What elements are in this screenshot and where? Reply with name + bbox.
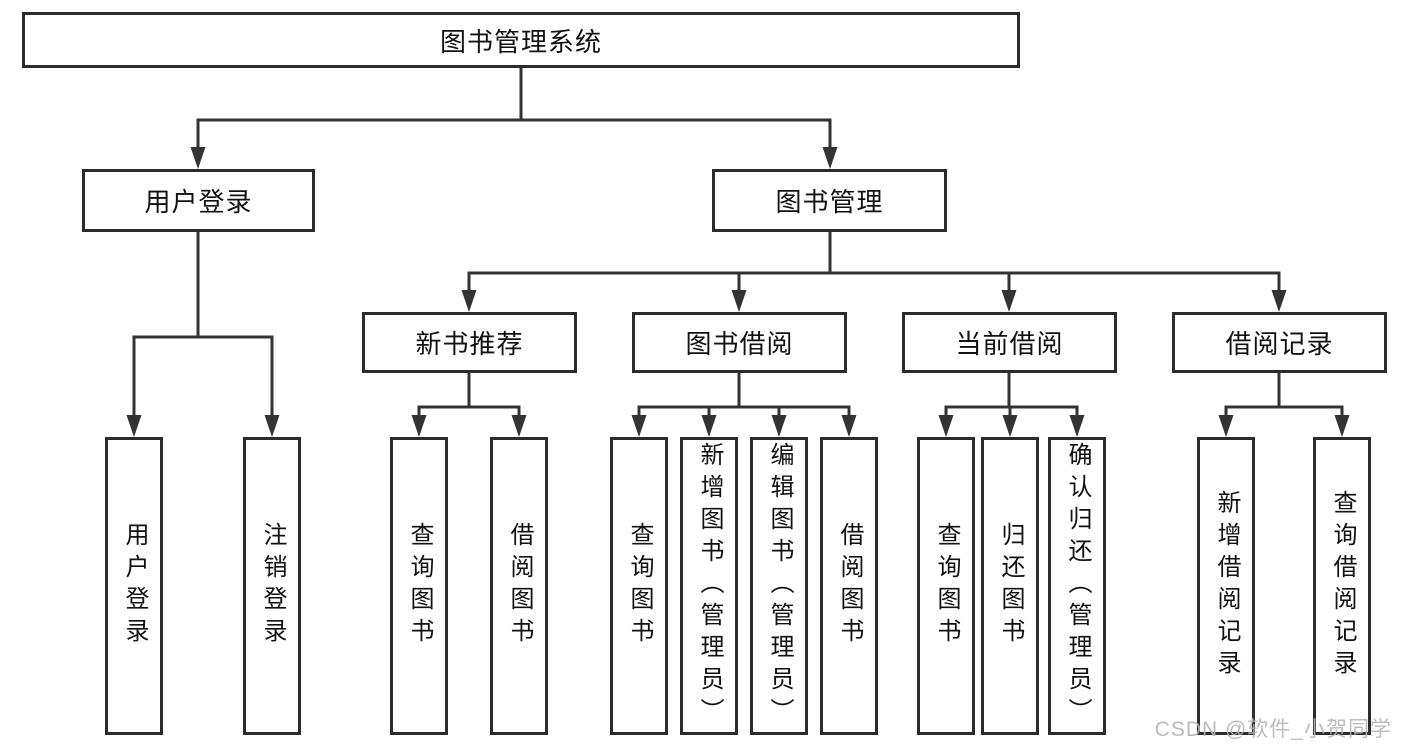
- leaf-add-book-admin: 新增图书（管理员）: [680, 437, 738, 735]
- arrowheads: [126, 147, 1350, 437]
- node-book-borrow: 图书借阅: [632, 312, 847, 373]
- leaf-query-books-current: 查询图书: [917, 437, 975, 735]
- node-new-book-recommend: 新书推荐: [362, 312, 577, 373]
- leaf-borrow-books-recommend: 借阅图书: [490, 437, 548, 735]
- node-book-management: 图书管理: [712, 169, 947, 232]
- leaf-edit-book-admin: 编辑图书（管理员）: [750, 437, 808, 735]
- leaf-query-borrow-record: 查询借阅记录: [1313, 437, 1371, 735]
- node-library-system: 图书管理系统: [22, 12, 1020, 68]
- leaf-confirm-return-admin: 确认归还（管理员）: [1048, 437, 1106, 735]
- leaf-query-books-borrow: 查询图书: [610, 437, 668, 735]
- csdn-watermark: CSDN @软件_小贺同学: [1154, 718, 1392, 741]
- leaf-logout: 注销登录: [243, 437, 301, 735]
- node-user-login: 用户登录: [82, 169, 315, 232]
- leaf-return-book: 归还图书: [981, 437, 1039, 735]
- leaf-borrow-books: 借阅图书: [820, 437, 878, 735]
- node-borrow-records: 借阅记录: [1172, 312, 1387, 373]
- leaf-query-books-recommend: 查询图书: [390, 437, 448, 735]
- leaf-add-borrow-record: 新增借阅记录: [1197, 437, 1255, 735]
- leaf-user-login: 用户登录: [105, 437, 163, 735]
- node-current-borrow: 当前借阅: [902, 312, 1117, 373]
